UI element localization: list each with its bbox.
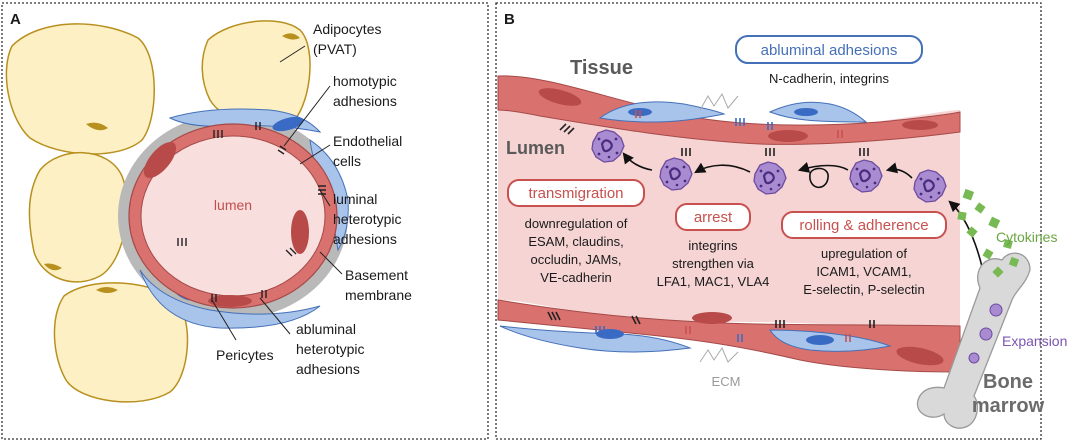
pericyte-nuclei-bottom — [596, 329, 834, 345]
lumen-label-b: Lumen — [506, 138, 565, 158]
endothelial-nuclei-a — [143, 141, 309, 307]
arrest-line-1: integrins — [688, 238, 738, 253]
arrest-box-label: arrest — [694, 209, 733, 226]
adipocyte-4 — [53, 282, 189, 403]
adipocyte-3 — [28, 151, 128, 283]
adipocyte-1 — [5, 23, 155, 155]
bone-cells — [968, 303, 1003, 364]
tissue-label: Tissue — [570, 57, 633, 79]
transmigration-box-label: transmigration — [528, 185, 623, 202]
bone-label-1: Bone — [983, 371, 1033, 393]
homotypic-label-2: adhesions — [333, 93, 397, 109]
panel-b-letter: B — [504, 11, 515, 28]
panel-a-labels: Adipocytes (PVAT) homotypic adhesions En… — [216, 21, 412, 377]
bone-marrow: Cytokines Expansion Bone marrow — [916, 188, 1067, 429]
panel-a: A — [1, 2, 489, 440]
ecm-fibres — [699, 92, 739, 363]
adipocytes — [5, 20, 311, 403]
panel-b-frame — [495, 2, 1042, 440]
endothelial-marks-b — [635, 110, 851, 342]
abluminal-marks-b — [595, 118, 773, 342]
homotypic-label-1: homotypic — [333, 73, 397, 89]
basement-label-1: Basement — [345, 267, 408, 283]
panel-b: B — [495, 2, 1042, 440]
abluminal-label-3: adhesions — [296, 361, 360, 377]
bone-icon — [916, 252, 1031, 429]
arrest-line-2: strengthen via — [672, 256, 754, 271]
adipocyte-nuclei — [44, 33, 300, 293]
arrest-line-3: LFA1, MAC1, VLA4 — [657, 274, 770, 289]
endothelium-bottom — [497, 299, 961, 373]
endothelial-label-2: cells — [333, 153, 361, 169]
pericytes-top — [598, 101, 868, 123]
panel-a-letter: A — [10, 11, 21, 28]
abluminal-box — [735, 35, 923, 64]
transmigration-line-3: occludin, JAMs, — [530, 252, 621, 267]
abluminal-label-1: abluminal — [296, 321, 356, 337]
transmigration-line-1: downregulation of — [525, 216, 628, 231]
endothelial-label-1: Endothelial — [333, 133, 402, 149]
cytokine-squares — [957, 188, 1020, 278]
cytokines-label: Cytokines — [996, 229, 1057, 245]
luminal-label-2: heterotypic — [333, 211, 401, 227]
lumen-label-a: lumen — [214, 197, 252, 213]
rolling-box — [781, 211, 947, 239]
abluminal-box-label: abluminal adhesions — [761, 42, 898, 59]
transmigration-line-4: VE-cadherin — [540, 270, 612, 285]
bone-label-2: marrow — [972, 395, 1045, 417]
adhesion-marks-b — [547, 123, 875, 328]
luminal-label-1: luminal — [333, 191, 377, 207]
leader-lines-a — [211, 45, 343, 341]
transmigration-line-2: ESAM, claudins, — [528, 234, 623, 249]
adhesion-marks-a — [177, 122, 326, 302]
panel-a-frame — [1, 2, 489, 440]
rolling-line-3: E-selectin, P-selectin — [803, 282, 924, 297]
adipocytes-label-2: (PVAT) — [313, 41, 357, 57]
ecm-label: ECM — [712, 374, 741, 389]
rolling-line-1: upregulation of — [821, 246, 907, 261]
rolling-box-label: rolling & adherence — [799, 217, 928, 234]
arrest-box — [675, 203, 751, 231]
basement-label-2: membrane — [345, 287, 412, 303]
endothelial-nuclei-top — [538, 88, 938, 142]
pericytes-label: Pericytes — [216, 347, 274, 363]
expansion-label: Expansion — [1002, 333, 1067, 349]
abluminal-label-2: heterotypic — [296, 341, 364, 357]
abluminal-text: N-cadherin, integrins — [769, 71, 889, 86]
transmigration-box — [507, 179, 645, 207]
rolling-line-2: ICAM1, VCAM1, — [816, 264, 911, 279]
luminal-label-3: adhesions — [333, 231, 397, 247]
endothelial-nuclei-bottom — [692, 312, 944, 366]
adipocytes-label-1: Adipocytes — [313, 21, 381, 37]
